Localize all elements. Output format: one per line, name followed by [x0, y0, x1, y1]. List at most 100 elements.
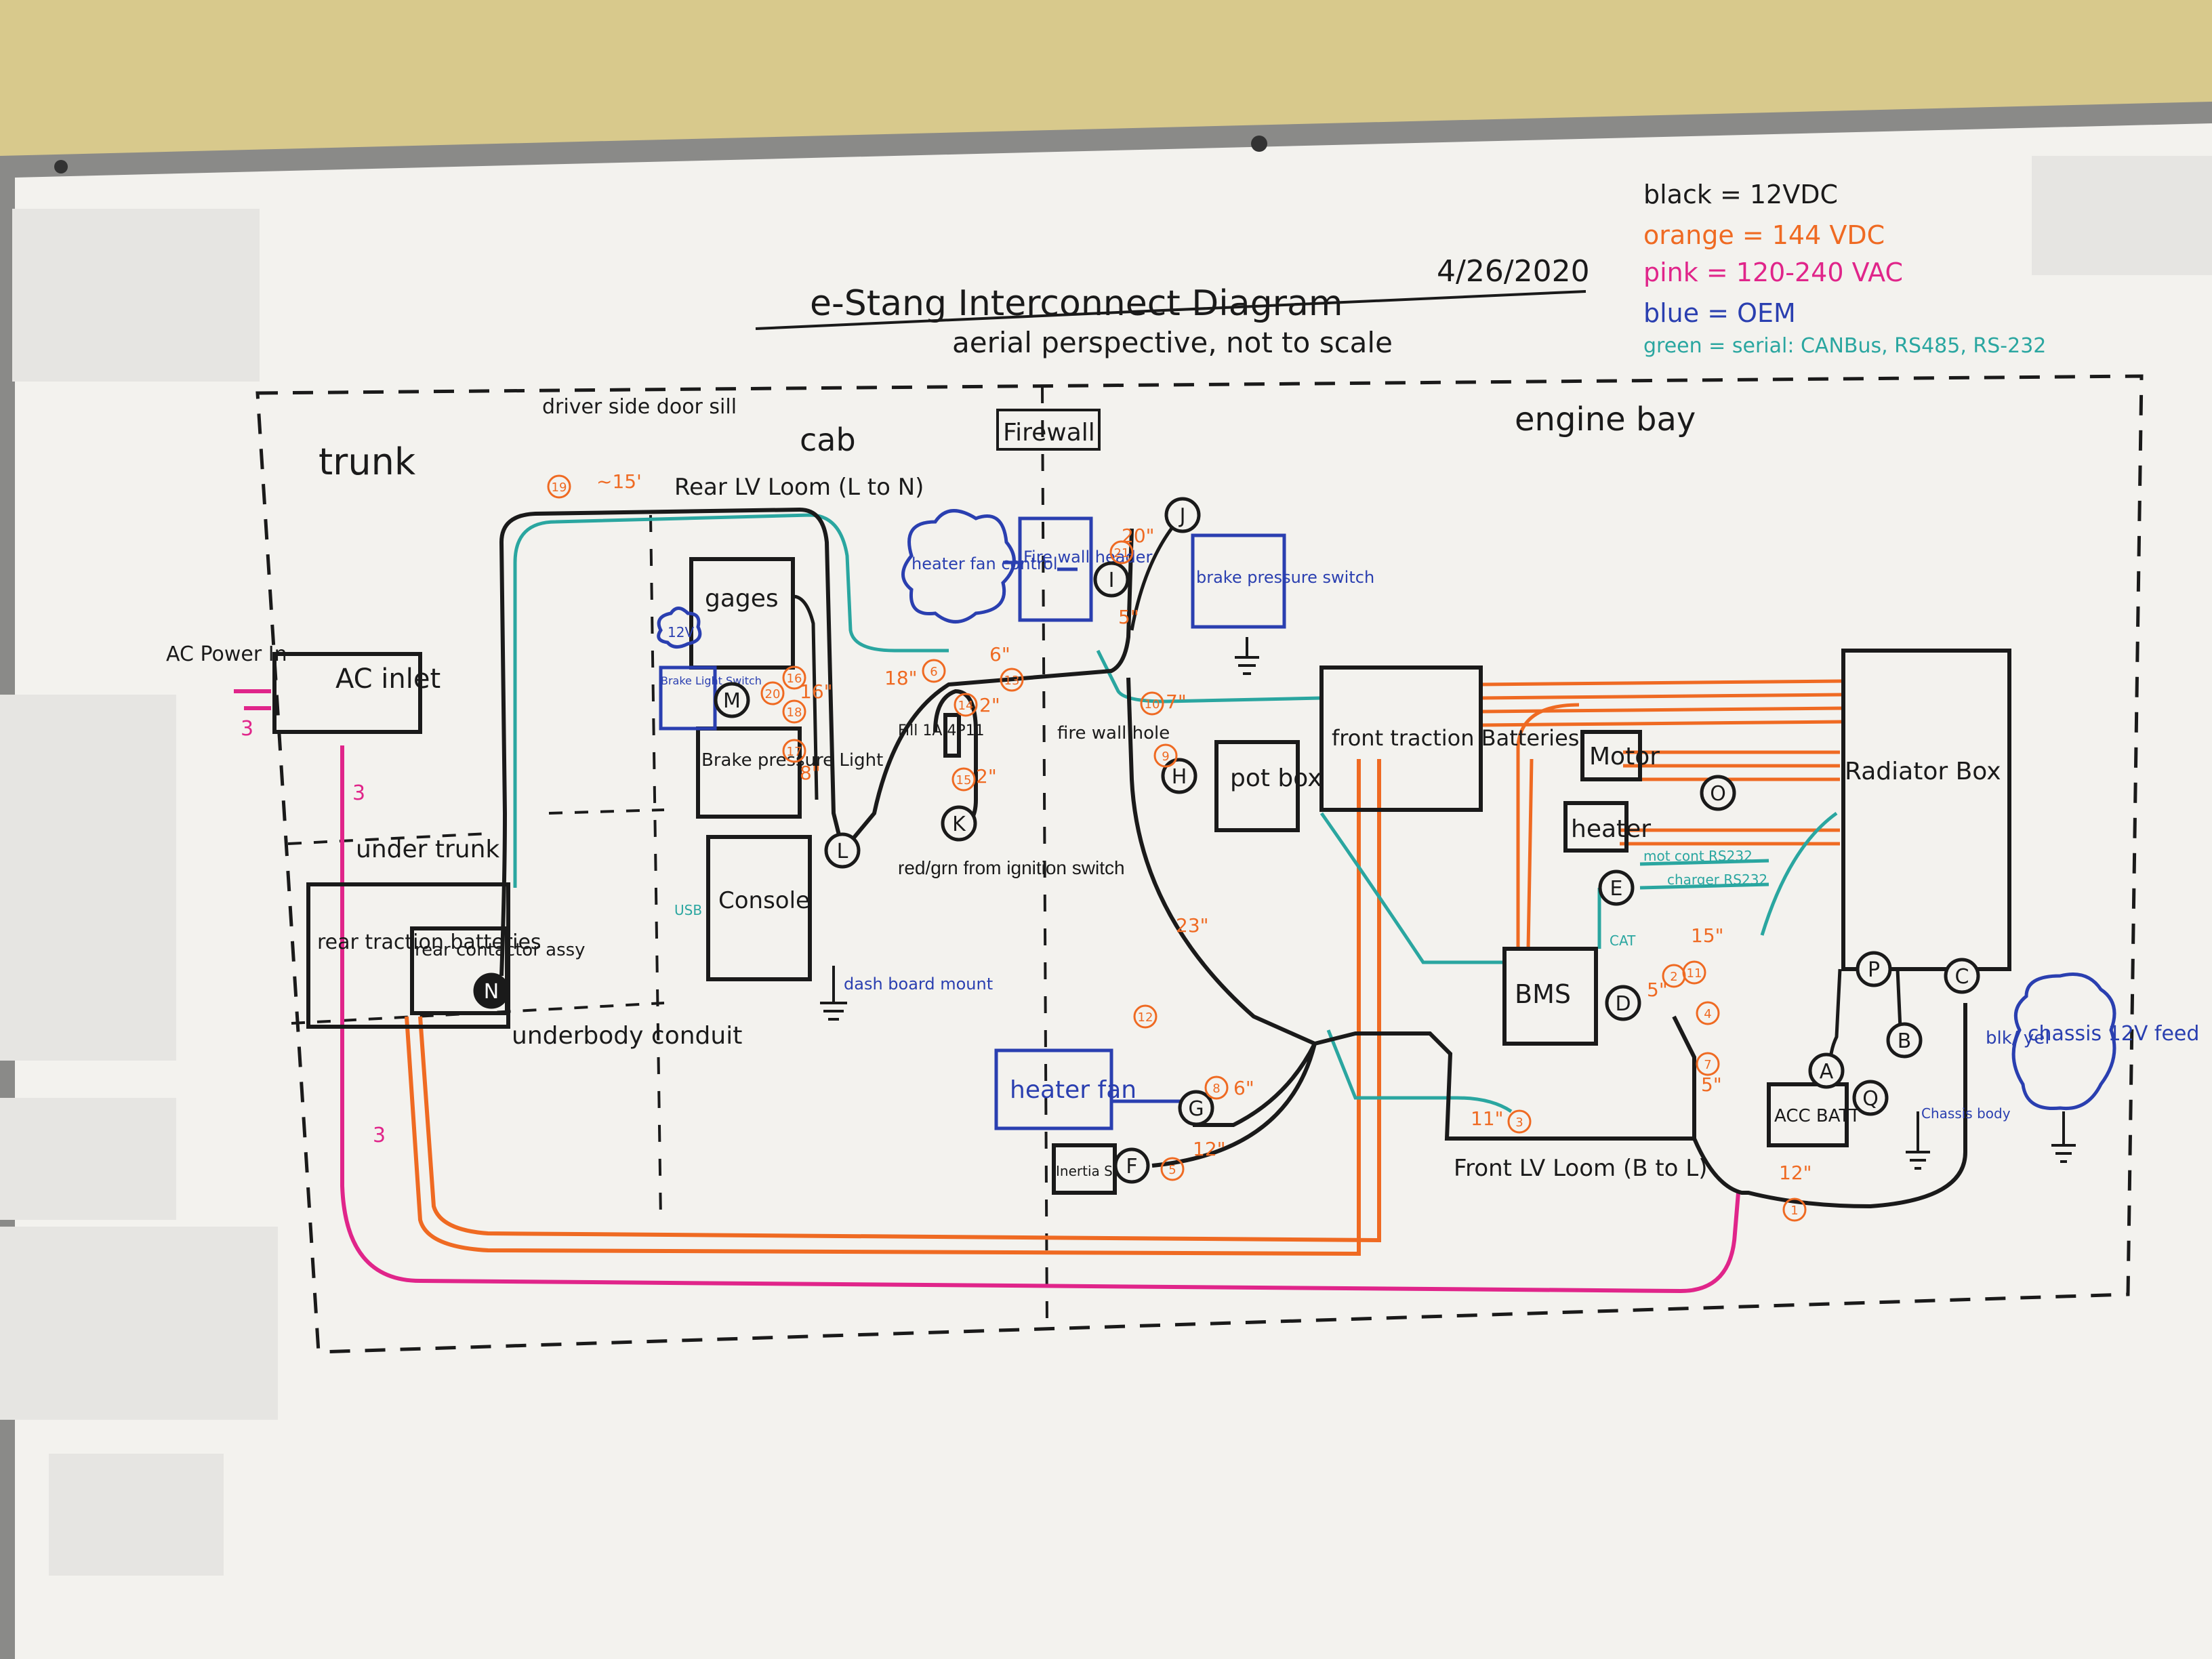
title-underline [755, 290, 1586, 330]
redaction [2032, 156, 2212, 275]
magnet [1251, 136, 1267, 152]
node-q: Q [1852, 1080, 1889, 1116]
marker-12: 12 [1133, 1004, 1158, 1029]
firewall-line [1041, 386, 1048, 1329]
bms-box [1502, 947, 1598, 1046]
rear-contactor-box [410, 926, 509, 1015]
wire-counts: 3 3 3 [241, 717, 386, 1147]
brake-pressure-light-box [696, 726, 802, 819]
heater-box [1563, 801, 1629, 853]
heater-fan-box [994, 1048, 1113, 1130]
marker-16: 16 [782, 665, 806, 690]
radiator-box-box [1841, 649, 2011, 971]
gages-label: gages [705, 585, 779, 613]
marker-20: 20 [760, 681, 785, 705]
svg-text:Q: Q [1862, 1087, 1879, 1111]
rear-contactor-label: rear contactor assy [415, 940, 586, 960]
motor-box [1580, 730, 1642, 781]
len-5: 5" [1118, 606, 1139, 628]
svg-text:P: P [1868, 958, 1880, 982]
redaction [0, 1098, 176, 1220]
svg-text:4: 4 [1704, 1007, 1711, 1021]
heater-fan-label: heater fan [1010, 1076, 1136, 1104]
region-firewall: Firewall [1003, 419, 1095, 447]
ac-power-in-label: AC Power In [166, 642, 287, 666]
marker-15: 15 [951, 767, 976, 792]
len-23: 23" [1176, 914, 1209, 937]
svg-text:21: 21 [1114, 546, 1130, 560]
wire-count: 3 [352, 781, 365, 805]
heater-power [1620, 828, 1840, 846]
svg-text:16: 16 [787, 672, 802, 686]
ignition-label: red/grn from ignition switch [898, 857, 1125, 878]
charger-label: charger RS232 [1667, 872, 1767, 888]
node-d: D [1605, 985, 1641, 1021]
serial-loom [1326, 1029, 1513, 1113]
svg-text:E: E [1610, 877, 1623, 901]
serial-front [1096, 649, 1322, 703]
region-under-trunk: under trunk [356, 836, 499, 863]
svg-text:7: 7 [1704, 1058, 1711, 1072]
traction-wire-1 [405, 759, 1361, 1256]
len-7: 7" [1166, 691, 1187, 713]
ac-wire [340, 745, 1740, 1294]
front-batteries-label: front traction Batteries [1332, 725, 1579, 751]
len-12b: 12" [1779, 1162, 1812, 1184]
traction-wire-2 [418, 759, 1381, 1243]
wire-lengths: ~15' 20" 5" 6" 7" 18" 2" 2" 16" 8" 23" 6… [596, 470, 1812, 1184]
dash-mount-label: dash board mount [844, 975, 993, 994]
cat-label: CAT [1610, 933, 1636, 949]
heater-fan-control-label: heater fan control [912, 554, 1058, 573]
brake-pressure-switch-box [1191, 533, 1286, 629]
legend-black: black = 12VDC [1643, 180, 1838, 209]
lv-acc [1692, 1003, 1967, 1209]
svg-text:K: K [952, 813, 966, 836]
marker-2: 2 [1662, 964, 1686, 988]
wire-count: 3 [373, 1124, 386, 1147]
svg-text:3: 3 [1515, 1115, 1523, 1130]
marker-10: 10 [1140, 691, 1164, 716]
node-m: M [714, 682, 750, 718]
whiteboard [15, 123, 2212, 1659]
svg-text:20: 20 [765, 687, 781, 701]
len-16: 16" [800, 680, 833, 703]
chassis-12v-label: chassis 12V feed [2028, 1022, 2199, 1046]
svg-text:C: C [1955, 965, 1969, 989]
len-2b: 2" [976, 765, 997, 787]
svg-text:5: 5 [1168, 1163, 1176, 1177]
node-h: H [1161, 758, 1197, 794]
region-underbody: underbody conduit [512, 1022, 742, 1050]
svg-text:J: J [1179, 504, 1186, 528]
marker-7: 7 [1696, 1052, 1720, 1076]
console-box [706, 835, 812, 981]
len-12a: 12" [1193, 1138, 1226, 1160]
svg-text:H: H [1172, 765, 1187, 789]
redaction [0, 695, 176, 1061]
svg-text:18: 18 [787, 705, 802, 720]
marker-19: 19 [547, 474, 571, 499]
acc-batt-label: ACC BATT [1774, 1106, 1860, 1126]
svg-text:2: 2 [1670, 970, 1677, 984]
marker-21: 21 [1109, 540, 1134, 565]
redaction [12, 209, 260, 382]
redaction [49, 1454, 224, 1576]
diagram-subtitle: aerial perspective, not to scale [952, 326, 1393, 359]
marker-4: 4 [1696, 1001, 1720, 1025]
divider [548, 808, 665, 815]
node-f: F [1113, 1147, 1150, 1184]
diagram-date: 4/26/2020 [1437, 254, 1590, 289]
traction-bus [1480, 679, 1844, 727]
node-k: K [941, 805, 977, 842]
lv-cab [838, 528, 1134, 855]
ground-symbols [820, 637, 2076, 1170]
node-a: A [1808, 1052, 1845, 1089]
wire-count: 3 [241, 717, 253, 741]
svg-text:N: N [484, 980, 499, 1004]
len-15ft: ~15' [596, 470, 642, 493]
heater-label: heater [1571, 815, 1651, 843]
brake-pressure-switch-label: brake pressure switch [1196, 568, 1374, 587]
svg-text:12: 12 [1138, 1010, 1153, 1025]
chassis-body-label: Chassis body [1921, 1105, 2011, 1122]
legend-green: green = serial: CANBus, RS485, RS-232 [1643, 334, 2046, 358]
